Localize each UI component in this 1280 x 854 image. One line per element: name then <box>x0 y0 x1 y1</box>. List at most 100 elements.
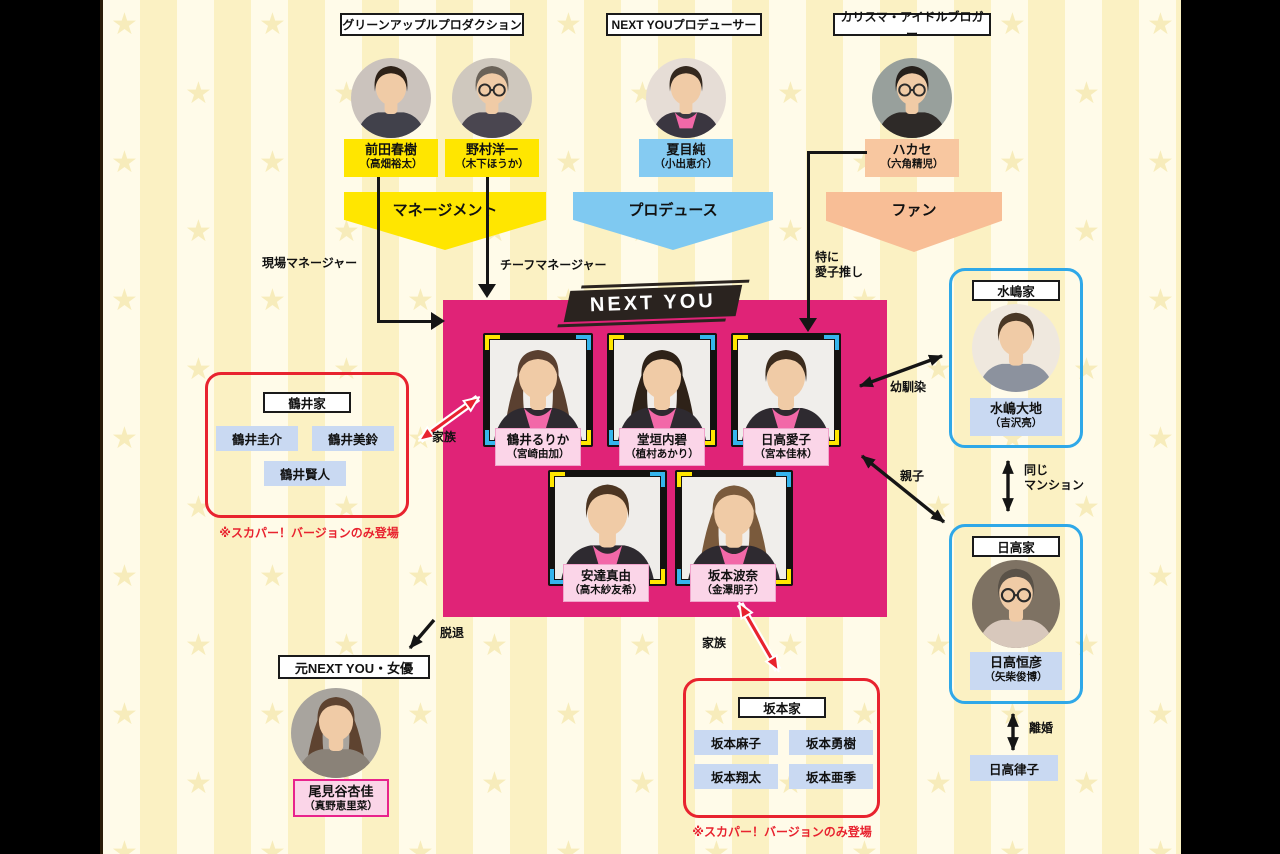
member-name: 安達真由 <box>580 569 631 583</box>
divorce-label: 離婚 <box>1029 721 1054 735</box>
star-decoration: ★ <box>259 8 286 41</box>
star-decoration: ★ <box>777 629 804 662</box>
adachi-mayu-photo <box>555 477 660 579</box>
star-decoration: ★ <box>999 698 1026 731</box>
mizushima-family-title-text: 水嶋家 <box>997 285 1035 299</box>
maeda-photo <box>351 58 431 138</box>
nomura-photo <box>452 58 532 138</box>
frame-corner-icon <box>824 335 839 350</box>
frame-corner-icon <box>550 472 565 487</box>
maeda-name: 前田春樹 <box>364 142 417 157</box>
chief-manager-arrowhead <box>478 284 496 298</box>
hidaka-family-title-text: 日高家 <box>997 541 1035 555</box>
star-decoration: ★ <box>777 77 804 110</box>
dogakiuchi-aoi-photo <box>614 340 710 440</box>
tsurui-kento-tag: 鶴井賢人 <box>264 461 346 486</box>
star-decoration: ★ <box>629 767 656 800</box>
star-decoration: ★ <box>925 767 952 800</box>
star-decoration: ★ <box>925 491 952 524</box>
field-manager-label: 現場マネージャー <box>262 256 358 270</box>
frame-corner-icon <box>776 569 791 584</box>
star-decoration: ★ <box>259 698 286 731</box>
parent-child-label: 親子 <box>900 469 925 483</box>
member-name: 堂垣内碧 <box>636 433 687 447</box>
natsume-actor: （小出恵介） <box>654 158 718 170</box>
field-manager-line-vertical <box>377 177 380 323</box>
aiko-oshi-line-vertical <box>807 151 810 319</box>
hidaka-aiko-name-tag: 日高愛子 （宮本佳林） <box>743 428 829 466</box>
star-decoration: ★ <box>111 836 138 854</box>
frame-corner-icon <box>650 472 665 487</box>
dogakiuchi-aoi-frame <box>607 333 717 447</box>
member-actor: （宮崎由加） <box>506 448 570 460</box>
dogakiuchi-aoi-name-tag: 堂垣内碧 （植村あかり） <box>619 428 705 466</box>
frame-corner-icon <box>677 472 692 487</box>
org-blogger-label: カリスマ・アイドルブロガー <box>833 10 991 41</box>
star-decoration: ★ <box>1073 353 1100 386</box>
star-decoration: ★ <box>407 836 434 854</box>
maeda-name-tag: 前田春樹 （高畑裕太） <box>344 139 438 177</box>
star-decoration: ★ <box>1073 215 1100 248</box>
frame-corner-icon <box>650 569 665 584</box>
maeda-actor: （高畑裕太） <box>359 158 423 170</box>
frame-corner-icon <box>677 569 692 584</box>
tsurui-rurika-name-tag: 鶴井るりか （宮崎由加） <box>495 428 581 466</box>
same-mansion-label: 同じ マンション <box>1024 463 1085 492</box>
frame-corner-icon <box>609 430 624 445</box>
star-decoration: ★ <box>1073 767 1100 800</box>
hidaka-family-box <box>949 524 1083 704</box>
sakamoto-family-title-text: 坂本家 <box>763 702 801 716</box>
star-decoration: ★ <box>333 353 360 386</box>
omiya-kyoka-name-tag: 尾見谷杏佳 （真野恵里菜） <box>293 779 389 817</box>
star-decoration: ★ <box>999 8 1026 41</box>
frame-corner-icon <box>733 335 748 350</box>
star-decoration: ★ <box>185 215 212 248</box>
hidaka-tsunehiko-name-tag: 日高恒彦 （矢柴俊博） <box>970 652 1062 690</box>
star-decoration: ★ <box>1147 284 1174 317</box>
star-decoration: ★ <box>407 422 434 455</box>
star-decoration: ★ <box>185 629 212 662</box>
star-decoration: ★ <box>925 629 952 662</box>
withdrawal-label: 脱退 <box>440 626 465 640</box>
star-decoration: ★ <box>777 215 804 248</box>
frame-corner-icon <box>576 335 591 350</box>
star-decoration: ★ <box>185 77 212 110</box>
sakamoto-family-box <box>683 678 880 818</box>
hidaka-tsunehiko-photo <box>972 560 1060 648</box>
chief-manager-line <box>486 177 489 285</box>
star-decoration: ★ <box>1073 629 1100 662</box>
star-decoration: ★ <box>111 422 138 455</box>
member-actor: （宮本佳林） <box>754 448 818 460</box>
banner-text: NEXT YOU <box>589 289 717 317</box>
star-decoration: ★ <box>111 560 138 593</box>
management-arrow-text: マネージメント <box>392 202 498 219</box>
hidaka-tsunehiko-actor: （矢柴俊博） <box>984 671 1048 683</box>
frame-corner-icon <box>733 430 748 445</box>
tsurui-family-box <box>205 372 409 518</box>
tsurui-family-title: 鶴井家 <box>263 392 351 413</box>
star-decoration: ★ <box>259 146 286 179</box>
natsume-name: 夏目純 <box>666 142 706 157</box>
star-decoration: ★ <box>111 284 138 317</box>
hakase-photo <box>872 58 952 138</box>
aiko-oshi-label: 特に 愛子推し <box>815 250 864 279</box>
nomura-actor: （木下ほうか） <box>455 158 529 170</box>
member-name: 坂本波奈 <box>707 569 758 583</box>
star-decoration: ★ <box>999 146 1026 179</box>
mizushima-family-title: 水嶋家 <box>972 280 1060 301</box>
star-decoration: ★ <box>851 698 878 731</box>
hidaka-aiko-photo <box>738 340 834 440</box>
star-decoration: ★ <box>1147 146 1174 179</box>
star-decoration: ★ <box>925 353 952 386</box>
frame-corner-icon <box>485 335 500 350</box>
frame-corner-icon <box>609 335 624 350</box>
star-decoration: ★ <box>259 284 286 317</box>
field-manager-arrowhead <box>431 312 445 330</box>
chief-manager-label: チーフマネージャー <box>500 258 607 272</box>
banner-bar: NEXT YOU <box>563 284 743 323</box>
star-decoration: ★ <box>851 836 878 854</box>
org-producer-text: NEXT YOUプロデューサー <box>611 18 757 32</box>
mizushima-family-box <box>949 268 1083 448</box>
hidaka-ritsuko-tag: 日高律子 <box>970 755 1058 781</box>
